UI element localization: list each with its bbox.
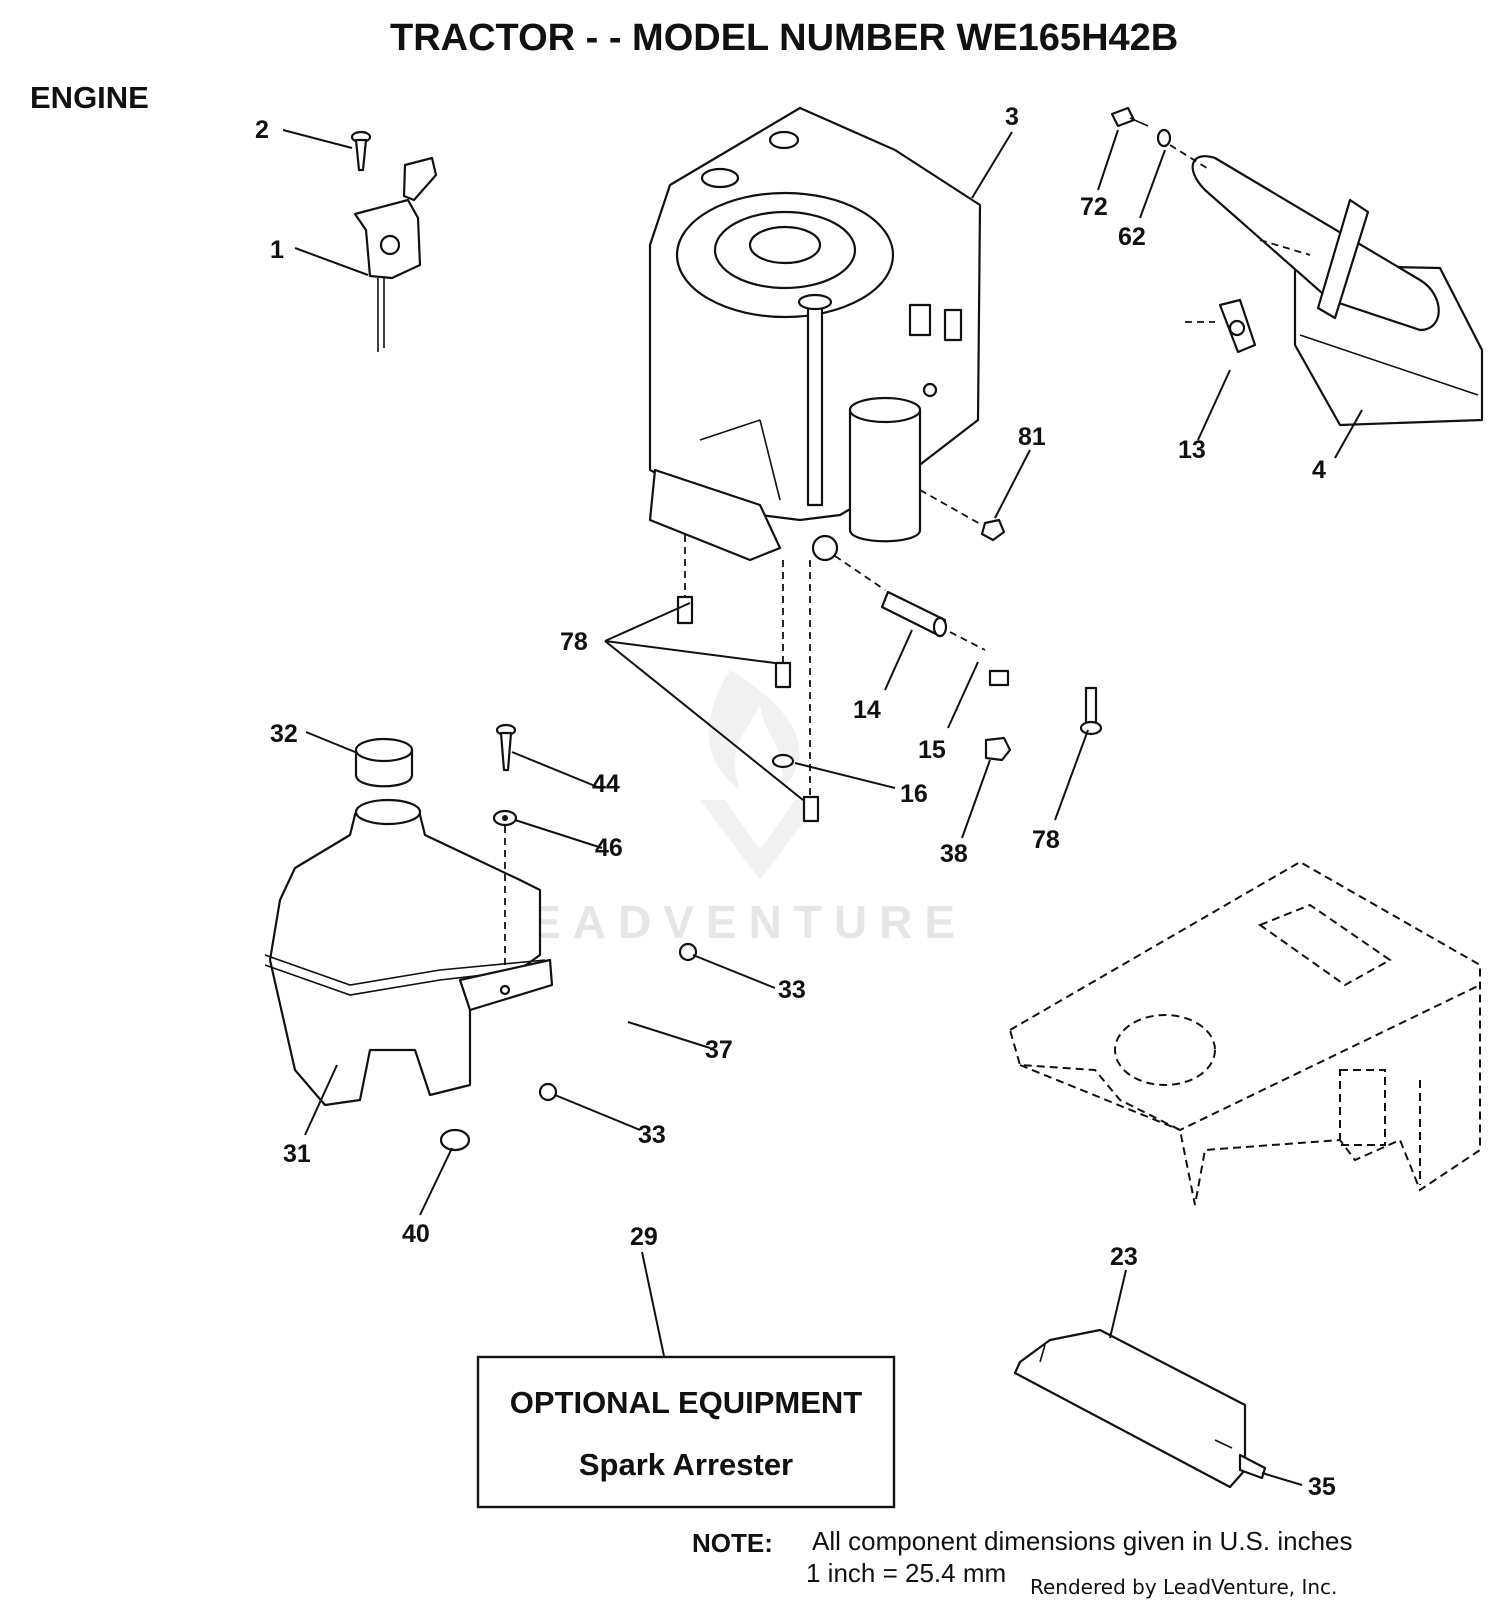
callout-33-top: 33 [778, 976, 806, 1004]
leader-lines [282, 129, 1363, 1486]
gasket-13-part [1218, 298, 1257, 354]
note-line-2: 1 inch = 25.4 mm [806, 1558, 1006, 1588]
callout-13: 13 [1178, 436, 1206, 464]
callout-32: 32 [270, 720, 298, 748]
page-title: TRACTOR - - MODEL NUMBER WE165H42B [390, 17, 1178, 59]
nut-81-part [980, 518, 1006, 542]
washer-46-part [492, 809, 518, 827]
fuel-tank-part [264, 798, 554, 1107]
callout-81: 81 [1018, 423, 1046, 451]
nut-38-part [984, 736, 1012, 762]
watermark-text: LEADVENTURE [490, 896, 967, 948]
note-label: NOTE: [692, 1528, 773, 1558]
grommet-40-part [439, 1128, 471, 1152]
optional-equipment-item: Spark Arrester [579, 1447, 793, 1482]
screw-35-part [1238, 1453, 1267, 1480]
bolt-78-right-part [1079, 686, 1103, 736]
callout-62: 62 [1118, 223, 1146, 251]
muffler-part [1191, 155, 1484, 427]
callout-15: 15 [918, 736, 946, 764]
fuel-hose-part [557, 946, 680, 1087]
bolt-72-part [1110, 106, 1149, 128]
optional-equipment-title: OPTIONAL EQUIPMENT [510, 1385, 863, 1420]
callout-44: 44 [592, 770, 620, 798]
screw-44-part [495, 723, 517, 772]
credit-text: Rendered by LeadVenture, Inc. [1030, 1575, 1337, 1599]
section-label: ENGINE [30, 80, 149, 115]
engine-part [648, 106, 982, 562]
note-line-1: All component dimensions given in U.S. i… [812, 1526, 1353, 1556]
clamp-33-bottom-part [538, 1082, 558, 1102]
fuel-cap-part [354, 737, 414, 788]
callout-72: 72 [1080, 193, 1108, 221]
callout-31: 31 [283, 1140, 311, 1168]
callout-38: 38 [940, 840, 968, 868]
screw-2-part [350, 130, 372, 172]
callout-33-bottom: 33 [638, 1121, 666, 1149]
callout-78-right: 78 [1032, 826, 1060, 854]
watermark-logo [700, 670, 820, 880]
optional-equipment-box [476, 1355, 896, 1509]
callout-14: 14 [853, 696, 881, 724]
spark-arrester-part [1013, 1328, 1247, 1489]
callout-37: 37 [705, 1036, 733, 1064]
washer-62-part [1156, 128, 1172, 148]
callout-46: 46 [595, 834, 623, 862]
callout-23: 23 [1110, 1243, 1138, 1271]
callout-4: 4 [1312, 456, 1326, 484]
callout-29: 29 [630, 1223, 658, 1251]
clamp-33-top-part [678, 942, 698, 962]
fitting-14-part [880, 590, 948, 638]
callout-35: 35 [1308, 1473, 1336, 1501]
callout-3: 3 [1005, 103, 1019, 131]
callout-40: 40 [402, 1220, 430, 1248]
callout-16: 16 [900, 780, 928, 808]
bolt-15-part [988, 669, 1010, 687]
throttle-control-part [353, 156, 438, 352]
callout-1: 1 [270, 236, 284, 264]
callout-2: 2 [255, 116, 269, 144]
tractor-frame-part [1008, 860, 1481, 1206]
callout-78-left: 78 [560, 628, 588, 656]
